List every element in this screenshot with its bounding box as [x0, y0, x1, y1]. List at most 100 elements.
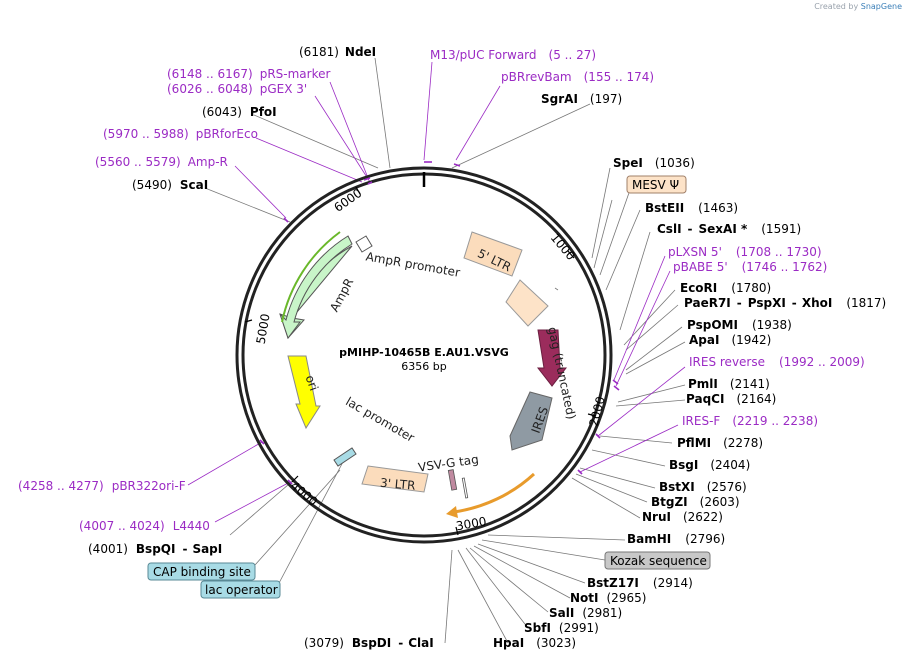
- paer7i-pos: (1817): [846, 296, 886, 310]
- pspomi-pos: (1938): [752, 318, 792, 332]
- label-ampr-promoter: AmpR promoter: [365, 249, 461, 279]
- label-3ltr: 3' LTR: [379, 476, 416, 493]
- ecori-name: EcoRI: [680, 281, 717, 295]
- site-apai: ApaI (1942): [689, 333, 771, 347]
- site-pmli: PmlI(2141): [688, 377, 770, 391]
- pbabe-name: pBABE 5': [673, 260, 728, 274]
- pbabe-range: (1746 .. 1762): [742, 260, 828, 274]
- csli-sep: -: [688, 222, 693, 236]
- site-pspomi: PspOMI (1938): [687, 318, 792, 332]
- vsvg-tag-box: [447, 469, 458, 491]
- ndei-name: NdeI: [345, 45, 376, 59]
- sapi-name: SapI: [192, 542, 222, 556]
- plasmid-name: pMIHP-10465B E.AU1.VSVG: [339, 346, 509, 359]
- bspdi-sep: -: [398, 636, 403, 650]
- sexai-name: SexAI *: [699, 222, 748, 236]
- paqci-pos: (2164): [736, 392, 776, 406]
- scai-name: ScaI: [180, 178, 208, 192]
- pmli-pos: (2141): [730, 377, 770, 391]
- feature-kozak: Kozak sequence: [610, 554, 707, 568]
- bstxi-pos: (2576): [707, 480, 747, 494]
- primer-pbrfor: (5970 .. 5988)pBRforEco: [103, 127, 258, 141]
- site-ndei: (6181)NdeI: [299, 45, 376, 59]
- lacop-box: [200, 580, 281, 599]
- site-bspqi: (4001)BspQI-SapI: [88, 542, 222, 556]
- gag-box: [505, 279, 549, 327]
- clai-name: ClaI: [408, 636, 433, 650]
- ltr3-box: [361, 465, 429, 493]
- l4440-name: L4440: [173, 519, 210, 533]
- pflmi-name: PflMI: [677, 436, 711, 450]
- feature-cap: CAP binding site: [153, 565, 251, 579]
- bstz17i-name: BstZ17I: [587, 576, 639, 590]
- sgrai-pos: (197): [590, 92, 622, 106]
- ampr-primer-name: Amp-R: [188, 155, 228, 169]
- bsteii-name: BstEII: [645, 201, 684, 215]
- plasmid-size: 6356 bp: [401, 360, 446, 373]
- bspdi-name: BspDI: [352, 636, 391, 650]
- lac-promoter-box: [333, 447, 357, 467]
- site-bstxi: BstXI(2576): [659, 480, 747, 494]
- feature-mesv: MESV Ψ: [632, 178, 679, 192]
- iresf-range: (2219 .. 2238): [732, 414, 818, 428]
- pgex-name: pGEX 3': [260, 82, 307, 96]
- primer-leaders: [187, 61, 686, 523]
- csli-name: CslI: [657, 222, 682, 236]
- m13-range: (5 .. 27): [549, 48, 597, 62]
- hpai-pos: (3023): [536, 636, 576, 650]
- site-pfoi: (6043) PfoI: [202, 105, 277, 119]
- site-pflmi: PflMI (2278): [677, 436, 763, 450]
- pflmi-pos: (2278): [723, 436, 763, 450]
- iresrev-range: (1992 .. 2009): [779, 355, 865, 369]
- ltr5-box: [463, 231, 523, 277]
- pspomi-name: PspOMI: [687, 318, 738, 332]
- ruler-ticks: [244, 186, 597, 536]
- site-bsgi: BsgI(2404): [669, 458, 750, 472]
- pfoi-name: PfoI: [250, 105, 277, 119]
- scai-pos: (5490): [132, 178, 172, 192]
- pbrfor-name: pBRforEco: [196, 127, 258, 141]
- vsvg-orf-head: [446, 506, 458, 518]
- primer-ticks: [259, 161, 620, 485]
- bsgi-name: BsgI: [669, 458, 698, 472]
- primer-prs: (6148 .. 6167)pRS-marker: [167, 67, 330, 81]
- ecori-pos: (1780): [731, 281, 771, 295]
- paer7i-name: PaeR7I: [684, 296, 731, 310]
- ruler-3000: 3000: [455, 514, 488, 533]
- pgex-range: (6026 .. 6048): [167, 82, 253, 96]
- site-scai: (5490) ScaI: [132, 178, 208, 192]
- site-btgzi: BtgZI(2603): [651, 495, 740, 509]
- vsvg-orf: [453, 472, 536, 514]
- mesv-box: [626, 175, 687, 194]
- spei-pos: (1036): [655, 156, 695, 170]
- kozak-box: [461, 477, 469, 499]
- ampr-body: [279, 235, 353, 340]
- sbfi-name: SbfI: [524, 621, 551, 635]
- primer-pbrrev: pBRrevBam(155 .. 174): [501, 70, 654, 84]
- pbrrev-range: (155 .. 174): [584, 70, 654, 84]
- bstz17i-pos: (2914): [653, 576, 693, 590]
- site-sali: SalI(2981): [549, 606, 622, 620]
- plxsn-range: (1708 .. 1730): [736, 245, 822, 259]
- plxsn-name: pLXSN 5': [668, 245, 722, 259]
- label-lac-promoter: lac promoter: [343, 394, 417, 445]
- paer7i-sep2: -: [792, 296, 797, 310]
- pbr322-range: (4258 .. 4277): [18, 479, 104, 493]
- btgzi-pos: (2603): [700, 495, 740, 509]
- csli-pos: (1591): [761, 222, 801, 236]
- primer-pbr322: (4258 .. 4277)pBR322ori-F: [18, 479, 186, 493]
- label-ampr: AmpR: [327, 276, 356, 314]
- leader-lines: [204, 57, 686, 644]
- site-ecori: EcoRI (1780): [680, 281, 771, 295]
- pfoi-pos: (6043): [202, 105, 242, 119]
- hpai-name: HpaI: [493, 636, 524, 650]
- primer-iresrev: IRES reverse(1992 .. 2009): [689, 355, 865, 369]
- apai-name: ApaI: [689, 333, 719, 347]
- site-bspdi: (3079) BspDI-ClaI: [304, 636, 434, 650]
- site-hpai: HpaI (3023): [493, 636, 576, 650]
- bspdi-pos: (3079): [304, 636, 344, 650]
- apai-pos: (1942): [731, 333, 771, 347]
- noti-name: NotI: [570, 591, 599, 605]
- primer-ampr: (5560 .. 5579)Amp-R: [95, 155, 228, 169]
